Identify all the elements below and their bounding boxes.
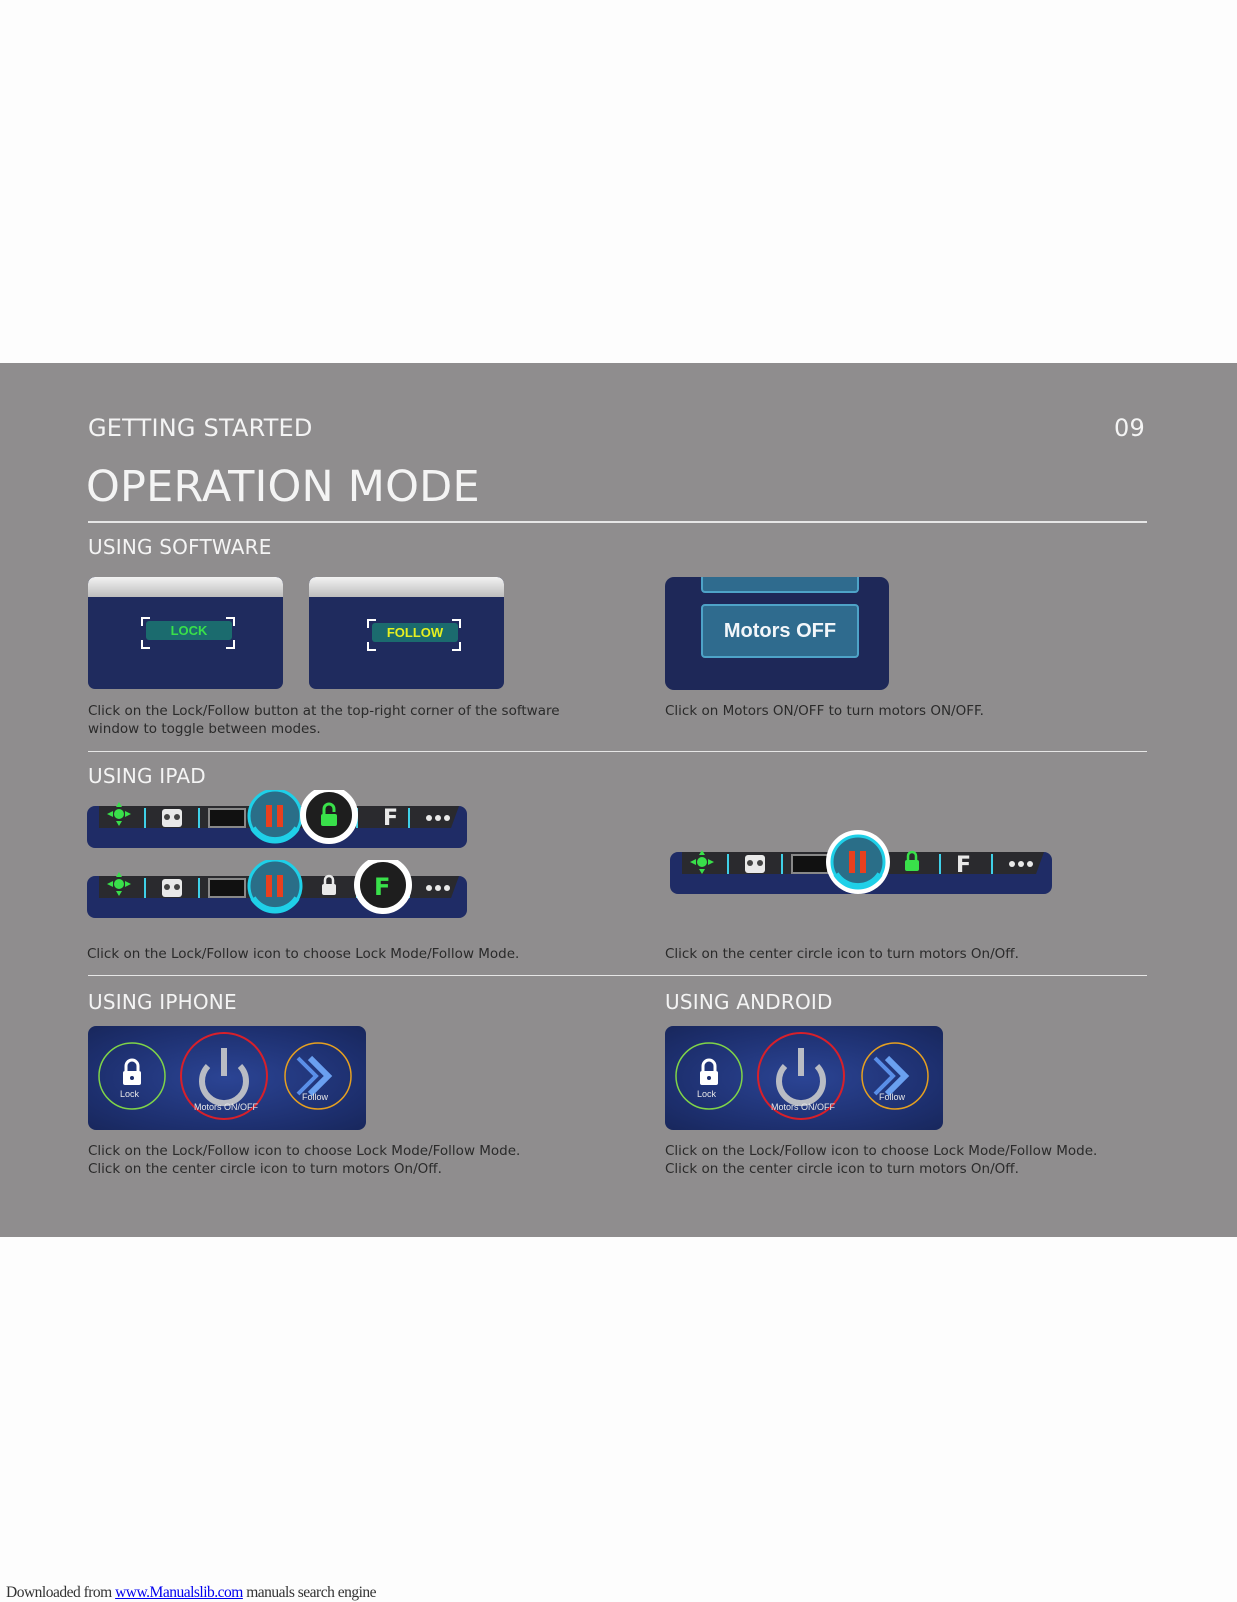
ipad-toolbar: F xyxy=(670,830,1052,894)
motors-off-button[interactable]: Motors OFF xyxy=(701,604,859,658)
window-titlebar xyxy=(88,577,283,597)
android-motors-label: Motors ON/OFF xyxy=(771,1102,836,1112)
divider xyxy=(88,975,1147,976)
iphone-motors-label: Motors ON/OFF xyxy=(194,1102,259,1112)
ipad-caption-right: Click on the center circle icon to turn … xyxy=(665,946,1019,962)
f-icon: F xyxy=(383,806,398,831)
android-caption: Click on the Lock/Follow icon to choose … xyxy=(665,1143,1098,1177)
page-number: 09 xyxy=(1114,414,1145,442)
window-titlebar xyxy=(309,577,504,597)
iphone-heading: USING IPHONE xyxy=(88,990,237,1014)
software-caption-right: Click on Motors ON/OFF to turn motors ON… xyxy=(665,703,984,719)
iphone-lock-button[interactable] xyxy=(99,1043,165,1109)
iphone-lock-label: Lock xyxy=(120,1089,140,1099)
iphone-follow-label: Follow xyxy=(302,1092,329,1102)
android-follow-label: Follow xyxy=(879,1092,906,1102)
software-lock-screenshot: LOCK xyxy=(88,577,283,689)
svg-text:F: F xyxy=(956,853,971,878)
ipad-toolbar-follow: F xyxy=(87,860,471,928)
iphone-follow-button[interactable] xyxy=(285,1043,351,1109)
lock-button-brackets xyxy=(141,617,235,649)
title-divider xyxy=(88,521,1147,523)
ipad-caption-left: Click on the Lock/Follow icon to choose … xyxy=(87,946,520,962)
follow-button-brackets xyxy=(367,619,461,651)
ipad-toolbar-lock: F xyxy=(87,790,471,858)
iphone-motors-button[interactable] xyxy=(181,1033,267,1119)
ipad-toolbar-motors: F xyxy=(670,822,1054,906)
software-motors-screenshot: Motors OFF xyxy=(665,577,889,690)
section-label: GETTING STARTED xyxy=(88,414,313,442)
android-follow-button[interactable] xyxy=(862,1043,928,1109)
ipad-heading: USING IPAD xyxy=(88,764,206,788)
iphone-caption: Click on the Lock/Follow icon to choose … xyxy=(88,1143,521,1177)
svg-text:F: F xyxy=(374,873,390,901)
follow-button[interactable]: FOLLOW xyxy=(372,623,458,642)
android-lock-button[interactable] xyxy=(676,1043,742,1109)
software-caption-left: Click on the Lock/Follow button at the t… xyxy=(88,703,560,737)
motors-button-above xyxy=(701,577,859,593)
ipad-toolbar: F xyxy=(87,790,467,848)
lock-button[interactable]: LOCK xyxy=(146,621,232,640)
manualslib-link[interactable]: www.Manualslib.com xyxy=(115,1584,243,1601)
software-heading: USING SOFTWARE xyxy=(88,535,272,559)
android-motors-button[interactable] xyxy=(758,1033,844,1119)
android-lock-label: Lock xyxy=(697,1089,717,1099)
android-controls: Lock Motors ON/OFF Follow xyxy=(665,1026,943,1130)
software-follow-screenshot: FOLLOW xyxy=(309,577,504,689)
footer-credit: Downloaded from www.Manualslib.com manua… xyxy=(6,1584,377,1601)
iphone-controls-art xyxy=(98,1032,352,1120)
page-title: OPERATION MODE xyxy=(86,462,480,512)
android-heading: USING ANDROID xyxy=(665,990,833,1014)
ipad-toolbar: F xyxy=(87,860,467,918)
iphone-controls: Lock Motors ON/OFF Follow xyxy=(88,1026,366,1130)
divider xyxy=(88,751,1147,752)
android-controls-art xyxy=(675,1032,929,1120)
